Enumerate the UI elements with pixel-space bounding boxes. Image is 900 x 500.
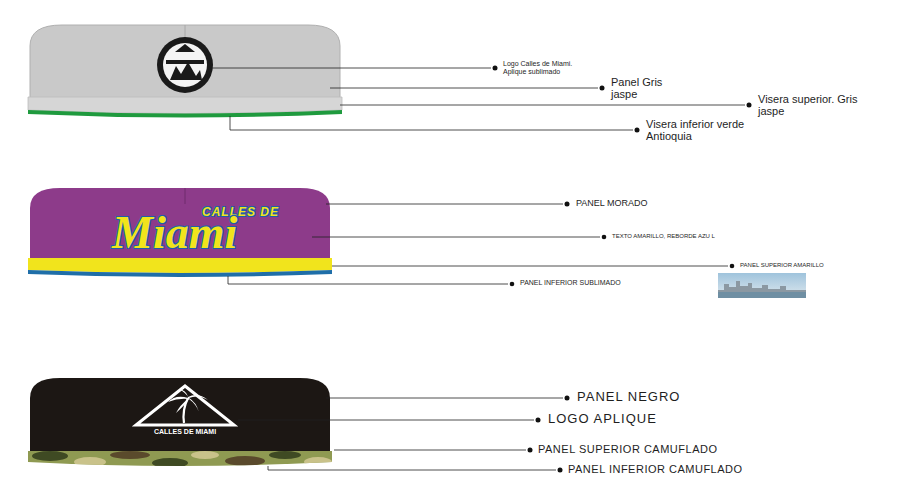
cap-purple — [28, 188, 806, 298]
leader-dot — [565, 202, 570, 207]
leader-dot — [565, 396, 570, 401]
leader-line — [268, 466, 556, 470]
camo-spot — [304, 457, 332, 467]
leader-dot — [635, 128, 640, 133]
callout-label: Visera inferior verde Antioquia — [646, 118, 768, 143]
logo-inner — [163, 43, 207, 87]
callout-label: Logo Calles de Miami. Aplique sublimado — [503, 60, 591, 76]
crown-panel — [30, 188, 330, 259]
logo-sun — [175, 44, 195, 52]
photo-sky — [718, 273, 806, 298]
camo-spot — [269, 451, 301, 459]
logo-triangle — [136, 386, 234, 425]
leader-line — [312, 237, 600, 238]
palm-leaves — [168, 389, 208, 413]
leader-dot — [602, 235, 607, 240]
camo-spot — [225, 456, 265, 466]
callout-label: PANEL INFERIOR CAMUFLADO — [568, 463, 743, 475]
leader-line — [330, 88, 598, 89]
photo-skyline — [718, 281, 806, 292]
leader-line — [334, 450, 526, 451]
leader-dot — [730, 264, 735, 269]
leader-line — [341, 68, 491, 69]
visor-underside — [28, 110, 342, 118]
leader-line — [212, 68, 341, 69]
photo-water — [718, 292, 806, 298]
leader-dot — [536, 418, 541, 423]
leader-line — [340, 105, 745, 106]
camo-base — [28, 450, 334, 472]
crown-panel — [30, 378, 330, 455]
leader-dot — [558, 468, 563, 473]
leader-dot — [600, 86, 605, 91]
leader-line — [230, 116, 633, 130]
panel-seam — [185, 188, 186, 204]
cap-print-script: Miami — [112, 210, 237, 256]
logo-text: CALLES DE MIAMI — [135, 428, 235, 436]
leader-line — [326, 204, 563, 205]
visor-underside — [28, 270, 332, 277]
camo-spot — [32, 451, 68, 461]
leader-dot — [528, 448, 533, 453]
callout-label: Visera superior. Gris jaspe — [758, 93, 858, 118]
leader-dot — [747, 103, 752, 108]
camo-spot — [74, 457, 106, 467]
camo-spot — [110, 451, 150, 459]
visor-top — [28, 97, 342, 114]
cap-grey — [28, 25, 752, 133]
callout-label: PANEL NEGRO — [577, 390, 680, 405]
leader-line — [238, 420, 534, 421]
logo-skyline — [170, 62, 202, 80]
cap-black — [28, 378, 570, 473]
callout-label: PANEL MORADO — [576, 198, 648, 208]
leader-dot — [510, 282, 515, 287]
camo-spot — [152, 458, 188, 468]
callout-label: Panel Gris jaspe — [611, 76, 673, 101]
crown-panel — [30, 25, 340, 98]
callout-label: PANEL INFERIOR SUBLIMADO — [520, 279, 621, 287]
logo-band — [166, 60, 204, 64]
logo-badge — [157, 37, 213, 93]
callout-label: LOGO APLIQUE — [548, 412, 657, 427]
leader-line — [326, 398, 563, 399]
leader-line — [332, 266, 728, 267]
camo-visor — [28, 450, 334, 472]
callout-label: PANEL SUPERIOR CAMUFLADO — [538, 443, 717, 455]
camo-spot — [191, 451, 219, 459]
leader-line — [228, 276, 508, 284]
visor-top — [28, 258, 332, 273]
sublimated-photo — [718, 273, 806, 298]
callout-label: TEXTO AMARILLO, REBORDE AZU L — [612, 233, 715, 240]
callout-label: PANEL SUPERIOR AMARILLO — [740, 262, 824, 269]
leader-dot — [493, 66, 498, 71]
